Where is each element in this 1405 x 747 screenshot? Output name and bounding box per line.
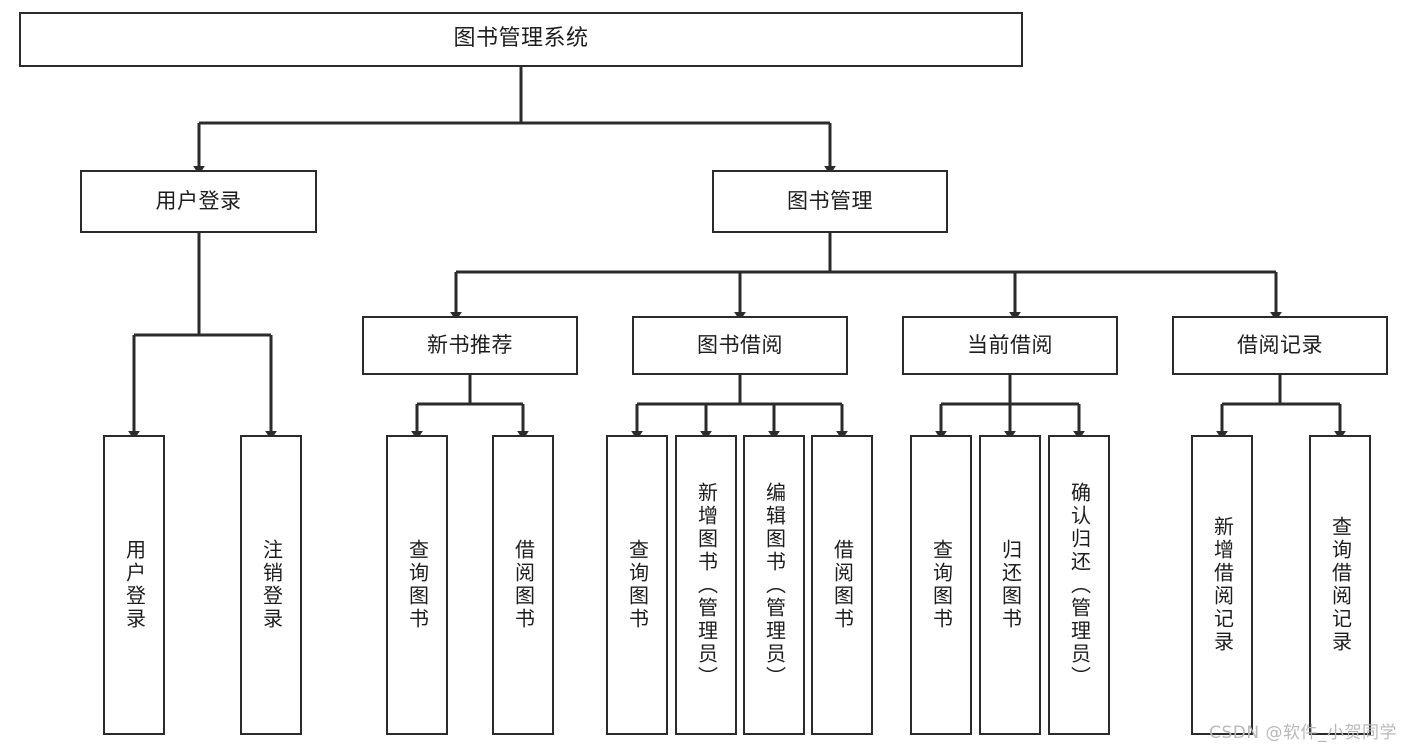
- node-leaf-add-book-label: 新增图书（管理员）: [694, 481, 719, 689]
- node-leaf-edit-book-label: 编辑图书（管理员）: [762, 481, 787, 689]
- node-leaf-return-book[interactable]: 归还图书: [979, 435, 1041, 735]
- node-leaf-confirm-return-label: 确认归还（管理员）: [1067, 481, 1092, 689]
- node-current-borrow[interactable]: 当前借阅: [902, 316, 1118, 375]
- node-borrow-record-label: 借阅记录: [1237, 332, 1323, 357]
- node-new-book-recommend-label: 新书推荐: [427, 332, 513, 357]
- node-leaf-user-login-label: 用户登录: [122, 539, 147, 631]
- watermark-text: CSDN @软件_小贺同学: [1209, 723, 1397, 743]
- node-book-borrow-label: 图书借阅: [697, 332, 783, 357]
- node-leaf-query-book-2[interactable]: 查询图书: [606, 435, 668, 735]
- node-book-borrow[interactable]: 图书借阅: [632, 316, 848, 375]
- node-root-system-label: 图书管理系统: [453, 26, 589, 52]
- node-book-management[interactable]: 图书管理: [712, 170, 948, 233]
- node-leaf-query-book-3[interactable]: 查询图书: [910, 435, 972, 735]
- node-leaf-edit-book[interactable]: 编辑图书（管理员）: [743, 435, 805, 735]
- node-leaf-query-book-3-label: 查询图书: [929, 539, 954, 631]
- node-leaf-user-login[interactable]: 用户登录: [103, 435, 165, 735]
- node-new-book-recommend[interactable]: 新书推荐: [362, 316, 578, 375]
- node-book-management-label: 图书管理: [787, 188, 873, 213]
- node-borrow-record[interactable]: 借阅记录: [1172, 316, 1388, 375]
- node-user-login[interactable]: 用户登录: [80, 170, 317, 233]
- node-leaf-query-book-1-label: 查询图书: [405, 539, 430, 631]
- node-leaf-logout-login[interactable]: 注销登录: [240, 435, 302, 735]
- node-leaf-query-book-2-label: 查询图书: [625, 539, 650, 631]
- node-root-system[interactable]: 图书管理系统: [19, 12, 1023, 67]
- node-leaf-borrow-book-1-label: 借阅图书: [511, 539, 536, 631]
- node-leaf-borrow-book-2[interactable]: 借阅图书: [811, 435, 873, 735]
- node-leaf-confirm-return[interactable]: 确认归还（管理员）: [1048, 435, 1110, 735]
- node-leaf-borrow-book-1[interactable]: 借阅图书: [492, 435, 554, 735]
- node-leaf-query-book-1[interactable]: 查询图书: [386, 435, 448, 735]
- node-leaf-query-record-label: 查询借阅记录: [1328, 516, 1353, 654]
- node-leaf-logout-login-label: 注销登录: [259, 539, 284, 631]
- node-leaf-add-record-label: 新增借阅记录: [1210, 516, 1235, 654]
- node-leaf-return-book-label: 归还图书: [998, 539, 1023, 631]
- node-user-login-label: 用户登录: [155, 188, 242, 213]
- node-leaf-add-book[interactable]: 新增图书（管理员）: [675, 435, 737, 735]
- node-leaf-add-record[interactable]: 新增借阅记录: [1191, 435, 1253, 735]
- node-leaf-query-record[interactable]: 查询借阅记录: [1309, 435, 1371, 735]
- node-leaf-borrow-book-2-label: 借阅图书: [830, 539, 855, 631]
- node-current-borrow-label: 当前借阅: [967, 332, 1053, 357]
